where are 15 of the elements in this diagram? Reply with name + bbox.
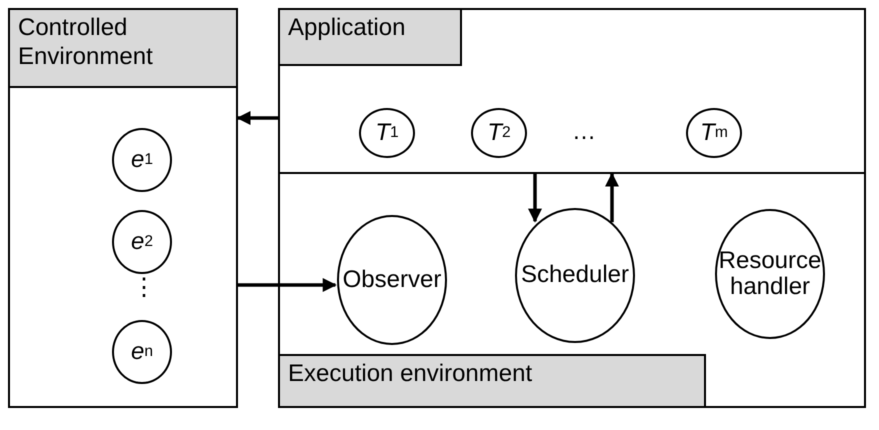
arrow <box>236 111 278 125</box>
process-circle: Resource handler <box>715 209 825 339</box>
ellipsis-label: … <box>572 120 596 144</box>
region-box <box>8 8 238 408</box>
process-circle: Scheduler <box>515 208 635 343</box>
heading-label: Controlled Environment <box>8 8 238 88</box>
region-box <box>278 8 866 174</box>
heading-label: Execution environment <box>278 354 706 408</box>
region-box <box>278 172 866 408</box>
ellipsis-dots: ⋮ <box>132 276 156 300</box>
arrow <box>528 174 542 223</box>
process-circle: Observer <box>337 215 447 345</box>
arrow <box>605 172 619 222</box>
arrow <box>238 278 337 292</box>
heading-label: Application <box>278 8 462 66</box>
